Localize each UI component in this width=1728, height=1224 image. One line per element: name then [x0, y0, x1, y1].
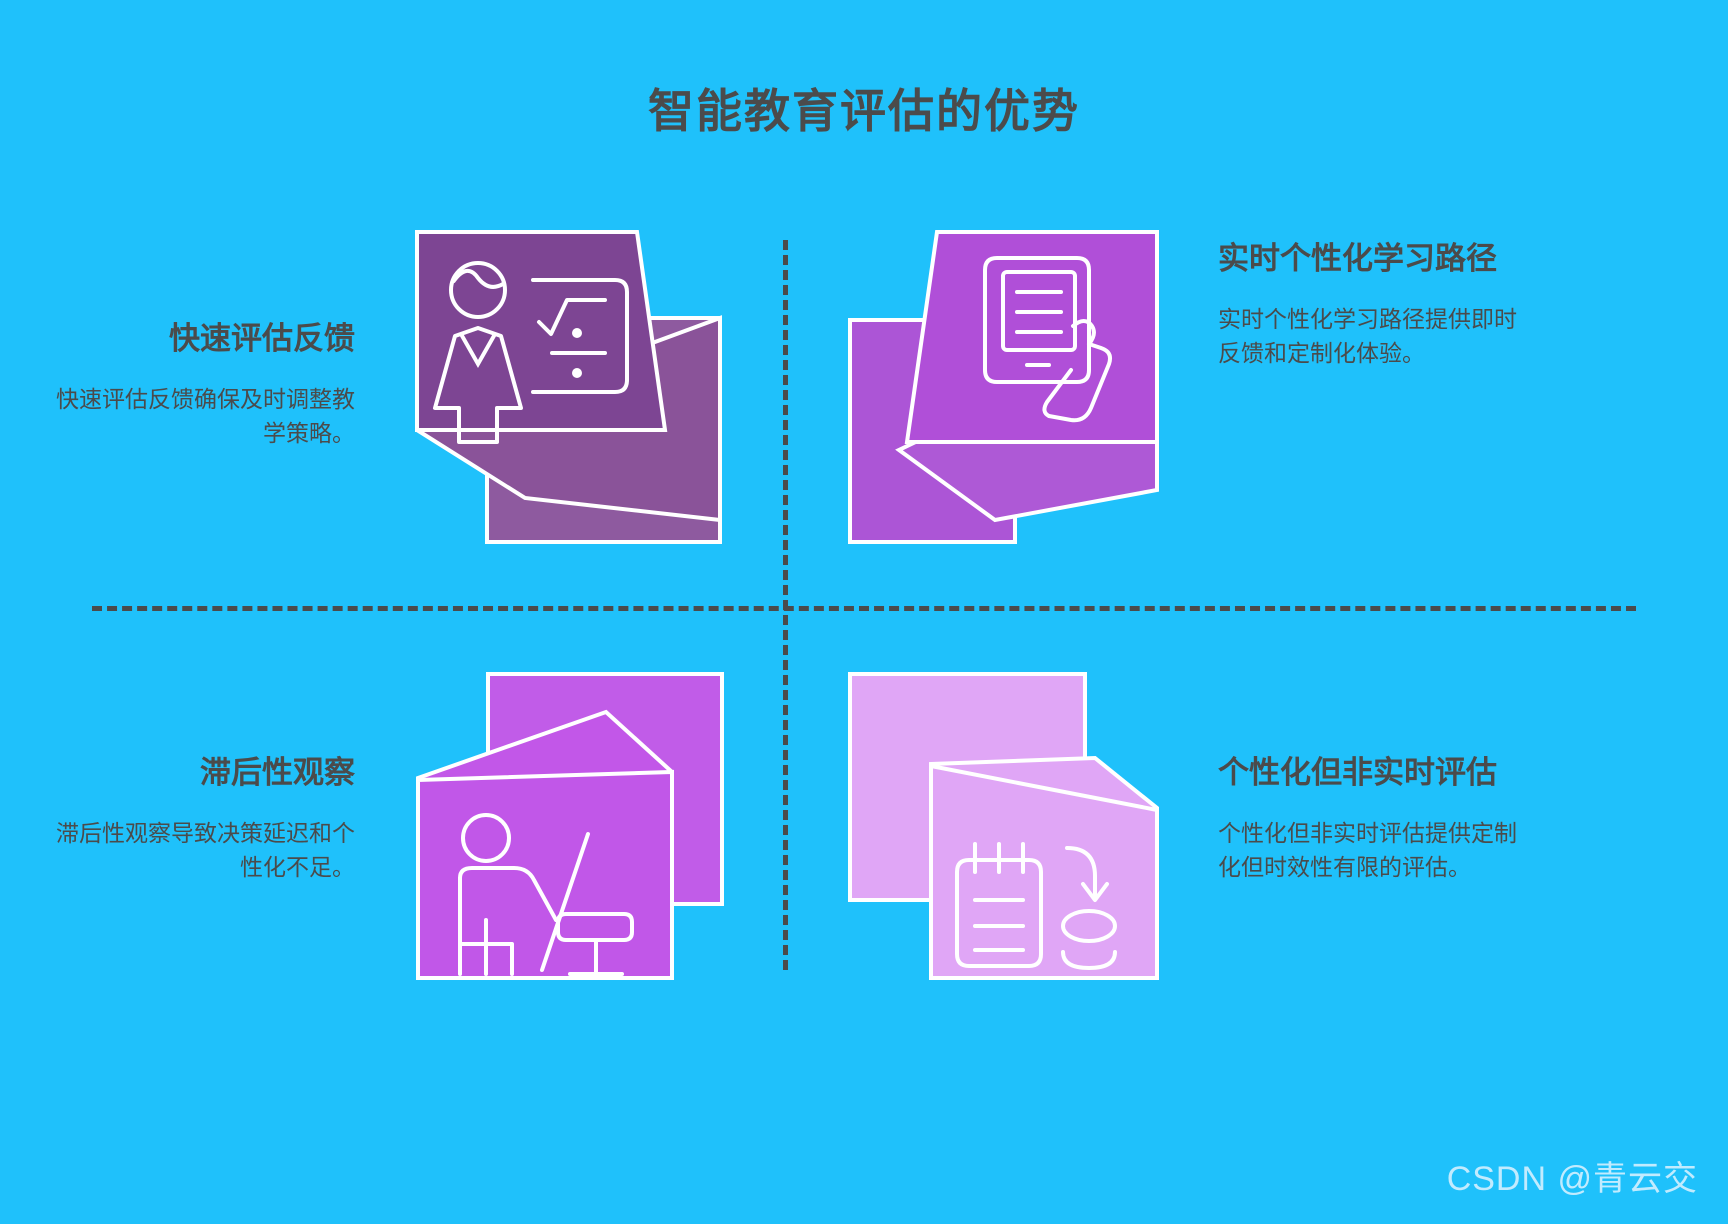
illustration-bottom-right: [845, 668, 1165, 993]
quadrant-heading-bottom-left: 滞后性观察: [200, 755, 355, 790]
illustration-top-right: [845, 230, 1165, 555]
tablet-hand-icon: [848, 230, 1159, 544]
quadrant-text-top-left: 快速评估反馈 快速评估反馈确保及时调整教学策略。: [55, 318, 355, 450]
quadrant-heading-top-right: 实时个性化学习路径: [1218, 241, 1497, 276]
vertical-divider: [783, 240, 788, 970]
quadrant-text-bottom-left: 滞后性观察 滞后性观察导致决策延迟和个性化不足。: [55, 752, 355, 884]
quadrant-text-bottom-right: 个性化但非实时评估 个性化但非实时评估提供定制化但时效性有限的评估。: [1218, 752, 1518, 884]
csdn-watermark: CSDN @青云交: [1446, 1160, 1698, 1198]
teacher-chalkboard-icon: [412, 230, 722, 544]
quadrant-body-bottom-right: 个性化但非实时评估提供定制化但时效性有限的评估。: [1218, 819, 1517, 880]
quadrant-body-top-right: 实时个性化学习路径提供即时反馈和定制化体验。: [1218, 305, 1517, 366]
quadrant-heading-bottom-right: 个性化但非实时评估: [1218, 755, 1497, 790]
quadrant-body-bottom-left: 滞后性观察导致决策延迟和个性化不足。: [56, 819, 355, 880]
illustration-bottom-left: [410, 668, 730, 993]
illustration-top-left: [412, 230, 735, 555]
quadrant-text-top-right: 实时个性化学习路径 实时个性化学习路径提供即时反馈和定制化体验。: [1218, 238, 1518, 370]
person-pointer-easel-icon: [416, 672, 724, 980]
horizontal-divider: [92, 606, 1636, 611]
quadrant-body-top-left: 快速评估反馈确保及时调整教学策略。: [56, 385, 355, 446]
quadrant-heading-top-left: 快速评估反馈: [169, 321, 355, 356]
notepad-clock-icon: [848, 672, 1159, 980]
page-title: 智能教育评估的优势: [648, 85, 1080, 137]
